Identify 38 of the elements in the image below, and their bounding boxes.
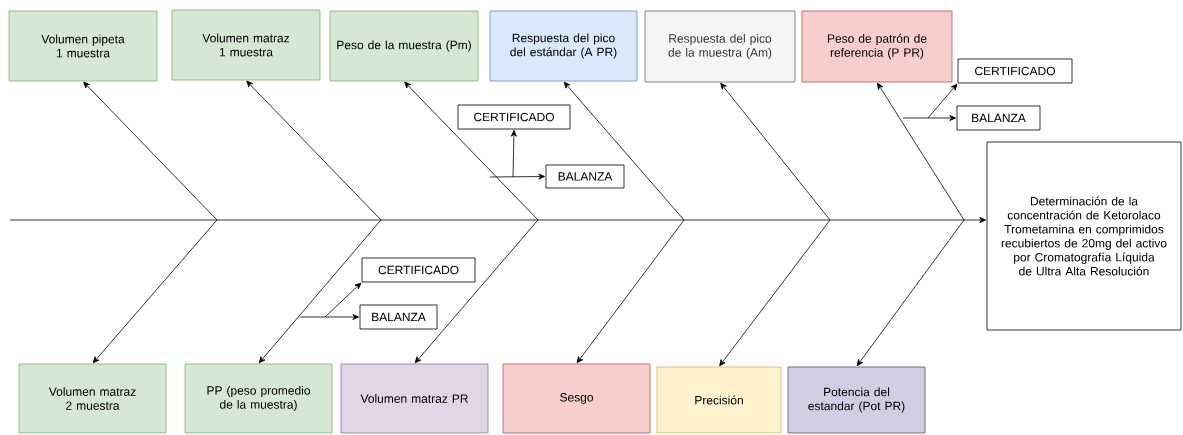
cause-box: Sesgo xyxy=(502,363,651,434)
cause-box: Respuesta del pico del estándar (A PR) xyxy=(489,10,638,82)
bone-arrow xyxy=(563,81,685,221)
cause-box: Volumen matraz 1 muestra xyxy=(171,9,321,81)
cause-box: Volumen pipeta 1 muestra xyxy=(8,10,158,82)
cause-box: Peso de la muestra (Pm) xyxy=(329,10,479,82)
bone-arrow xyxy=(83,81,218,221)
bone-arrow xyxy=(719,219,831,367)
branch-arrow xyxy=(902,115,956,121)
bone-arrow xyxy=(414,219,539,364)
cause-box: Volumen matraz PR xyxy=(340,363,489,434)
branch-arrow xyxy=(927,83,958,119)
bone-arrow xyxy=(404,81,539,221)
bone-arrow xyxy=(92,219,218,364)
cause-box: Precisión xyxy=(656,366,782,434)
sub-factor-box: BALANZA xyxy=(359,304,438,330)
bone-arrow xyxy=(856,219,965,367)
bone-arrow xyxy=(877,82,965,221)
sub-factor-box: CERTIFICADO xyxy=(957,58,1073,84)
sub-factor-box: CERTIFICADO xyxy=(457,104,571,130)
bone-arrow xyxy=(720,82,831,221)
sub-factor-box: BALANZA xyxy=(956,105,1041,131)
branch-arrow xyxy=(489,173,545,180)
spine-arrow xyxy=(9,217,986,223)
bone-arrow xyxy=(246,80,382,221)
branch-arrow xyxy=(299,314,359,320)
bone-arrow xyxy=(258,219,382,364)
branch-arrow xyxy=(510,130,517,178)
cause-box: Peso de patrón de referencia (P PR) xyxy=(801,10,953,83)
cause-box: PP (peso promedio de la muestra) xyxy=(184,363,333,434)
cause-box: Volumen matraz 2 muestra xyxy=(18,363,167,434)
sub-factor-box: BALANZA xyxy=(545,164,625,189)
cause-box: Respuesta del pico de la muestra (Am) xyxy=(644,10,796,83)
cause-box: Potencia del estandar (Pot PR) xyxy=(787,366,926,434)
branch-arrow xyxy=(324,282,362,318)
bone-arrow xyxy=(576,219,685,364)
effect-box: Determinación de la concentración de Ketorolaco Trometamina en comprimidos recubiertos de 20mg del activo por Cromatografía Líquida de Ultra Alta Resolución xyxy=(986,141,1182,331)
sub-factor-box: CERTIFICADO xyxy=(361,257,476,283)
